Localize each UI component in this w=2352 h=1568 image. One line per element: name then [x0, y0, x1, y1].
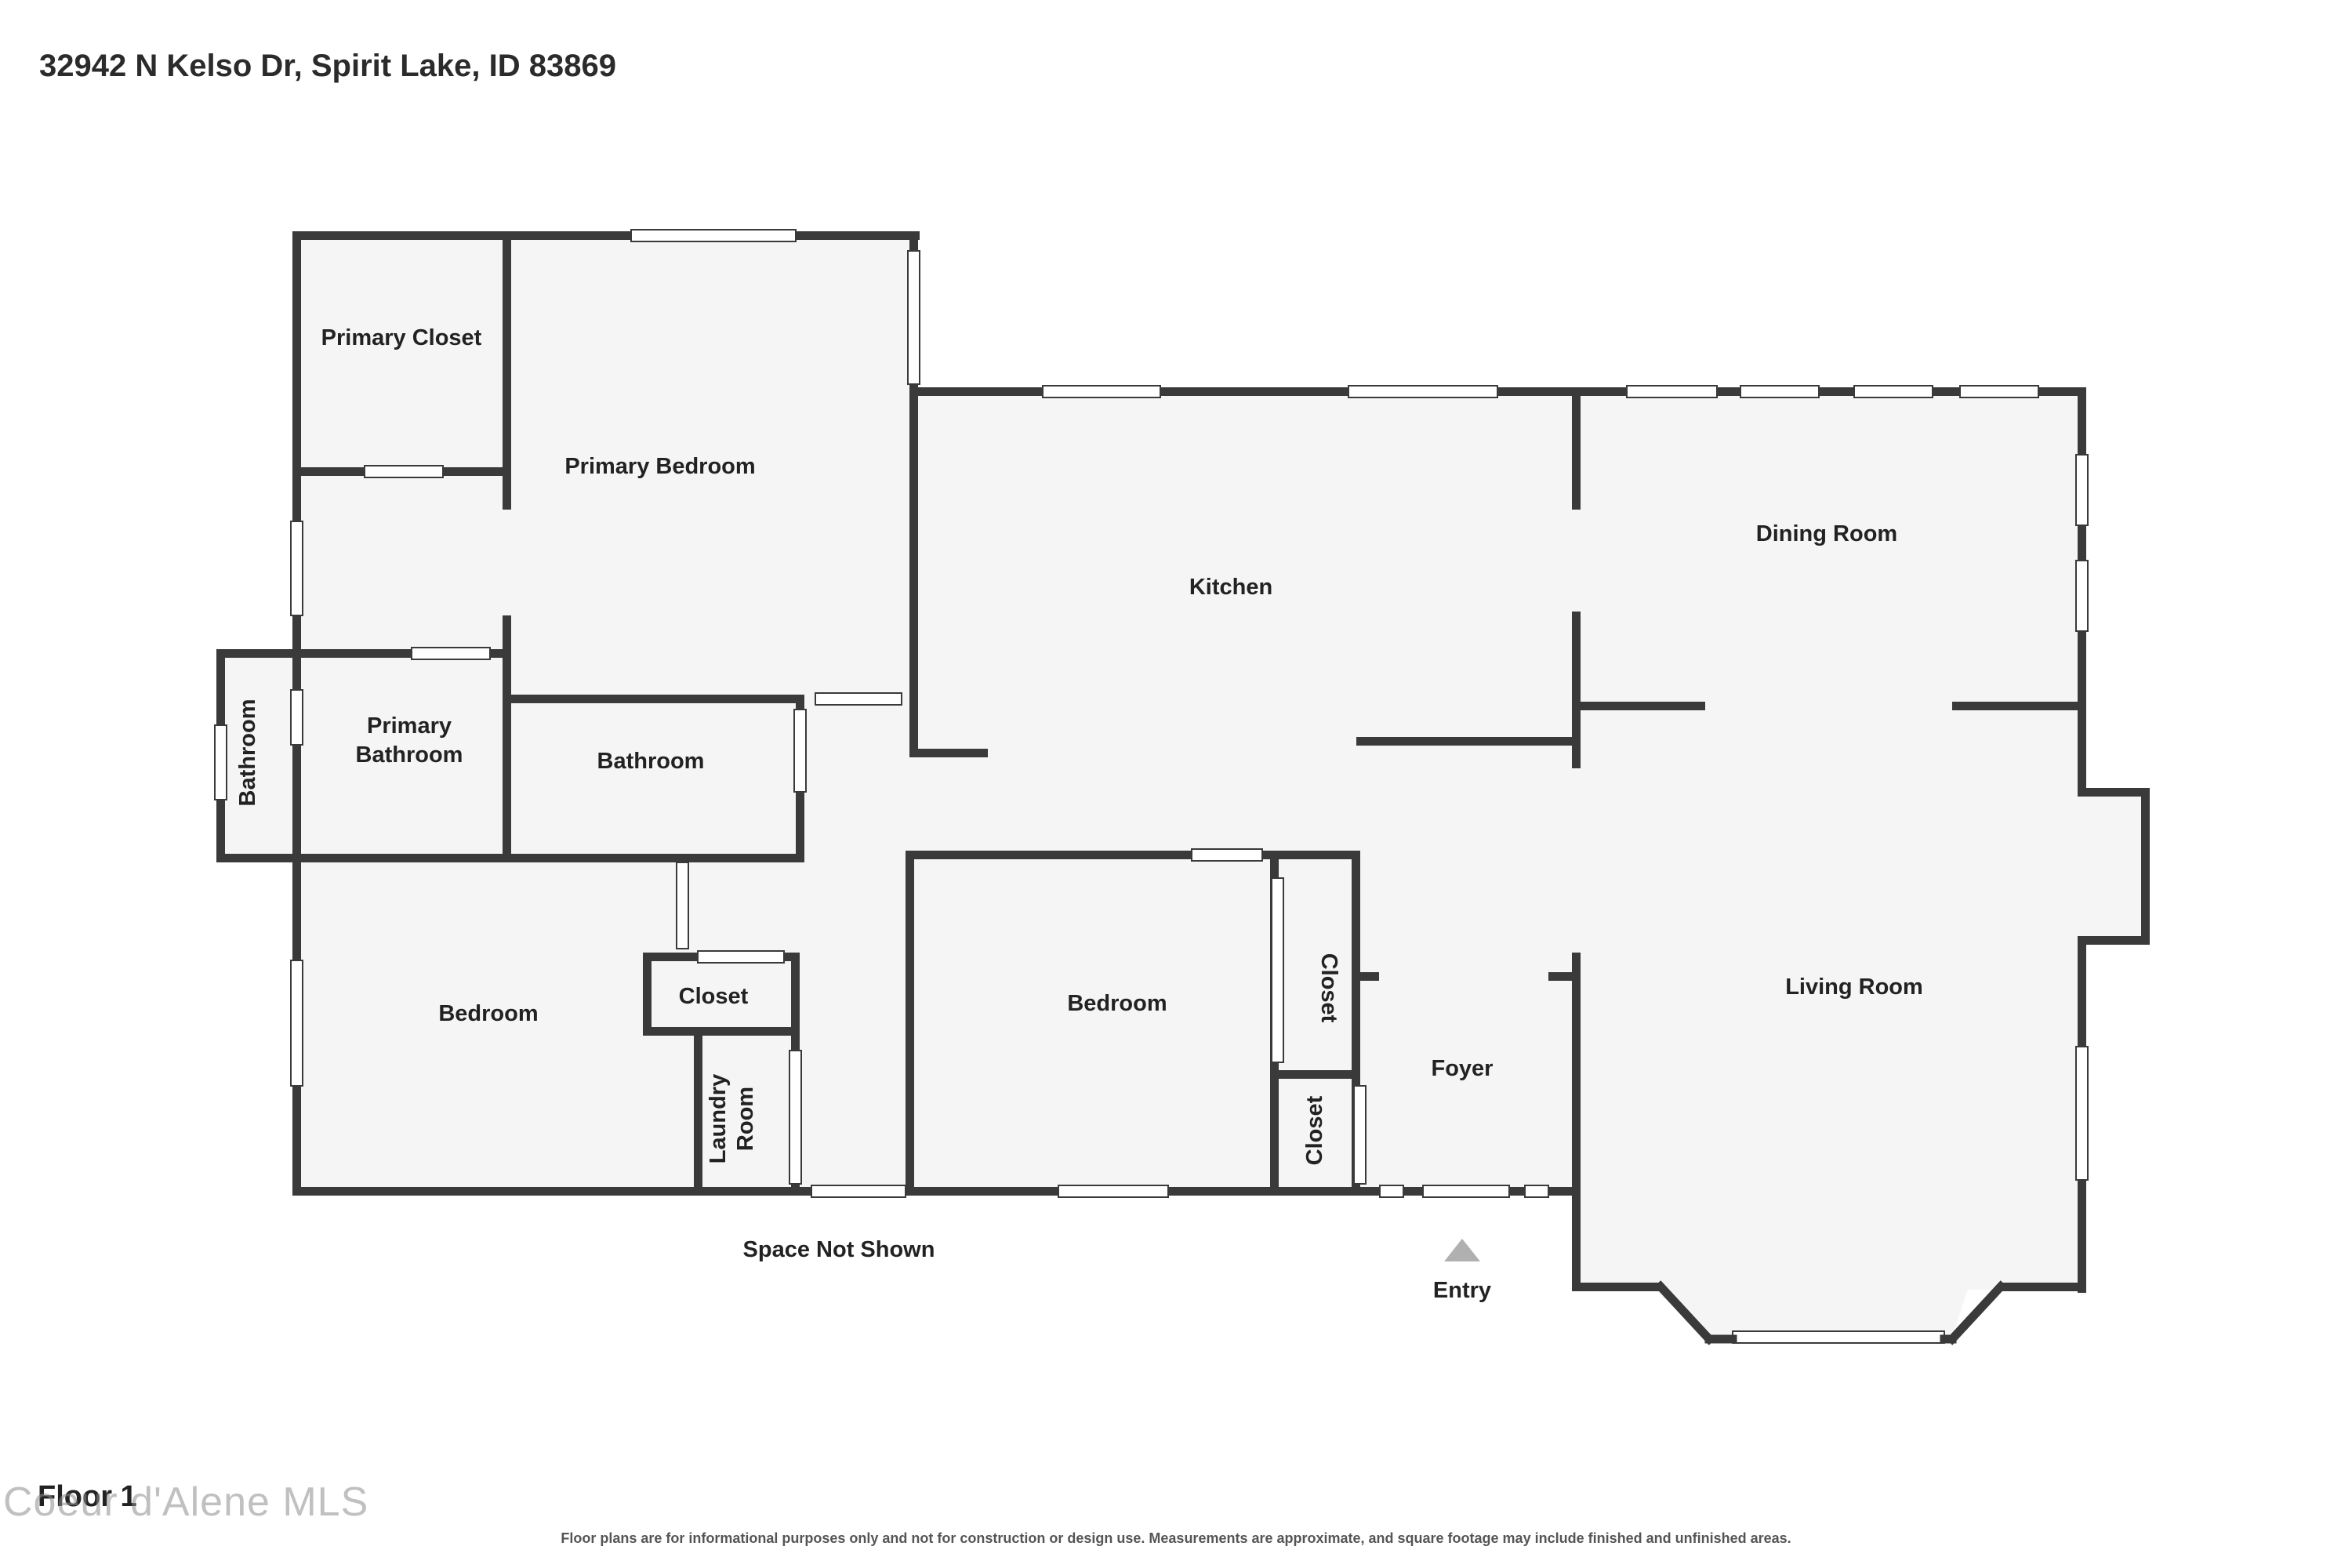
label-primary-closet: Primary Closet — [321, 325, 482, 350]
label-bathroom: Bathroom — [597, 749, 705, 774]
label-primary-bathroom-1: Primary — [367, 713, 452, 739]
windows — [214, 229, 2089, 1344]
address-title: 32942 N Kelso Dr, Spirit Lake, ID 83869 — [39, 49, 616, 83]
label-entry: Entry — [1433, 1278, 1491, 1303]
disclaimer-text: Floor plans are for informational purpos… — [561, 1530, 1791, 1546]
label-primary-bathroom-2: Bathroom — [356, 742, 463, 768]
label-laundry-2: Room — [733, 1087, 758, 1151]
floor-label: Floor 1 — [38, 1480, 137, 1513]
label-bedroom-mid: Bedroom — [1067, 991, 1167, 1016]
label-closet-upper: Closet — [1316, 953, 1341, 1023]
label-bathroom-side: Bathroom — [235, 699, 260, 807]
floor-fill — [220, 235, 2148, 1337]
watermark-logo: Coeur d'Alene MLS — [3, 1479, 369, 1525]
label-foyer: Foyer — [1432, 1056, 1494, 1081]
label-laundry-1: Laundry — [706, 1074, 731, 1163]
label-primary-bedroom: Primary Bedroom — [564, 454, 755, 479]
label-closet-left: Closet — [679, 984, 749, 1009]
entry-arrow-icon — [1444, 1239, 1480, 1261]
bay-walls — [1654, 1280, 2007, 1345]
label-living-room: Living Room — [1785, 975, 1923, 1000]
label-space-not-shown: Space Not Shown — [743, 1237, 935, 1262]
label-dining-room: Dining Room — [1756, 521, 1897, 546]
label-kitchen: Kitchen — [1189, 575, 1272, 600]
label-bedroom-left: Bedroom — [438, 1001, 538, 1026]
label-closet-lower: Closet — [1302, 1095, 1327, 1165]
